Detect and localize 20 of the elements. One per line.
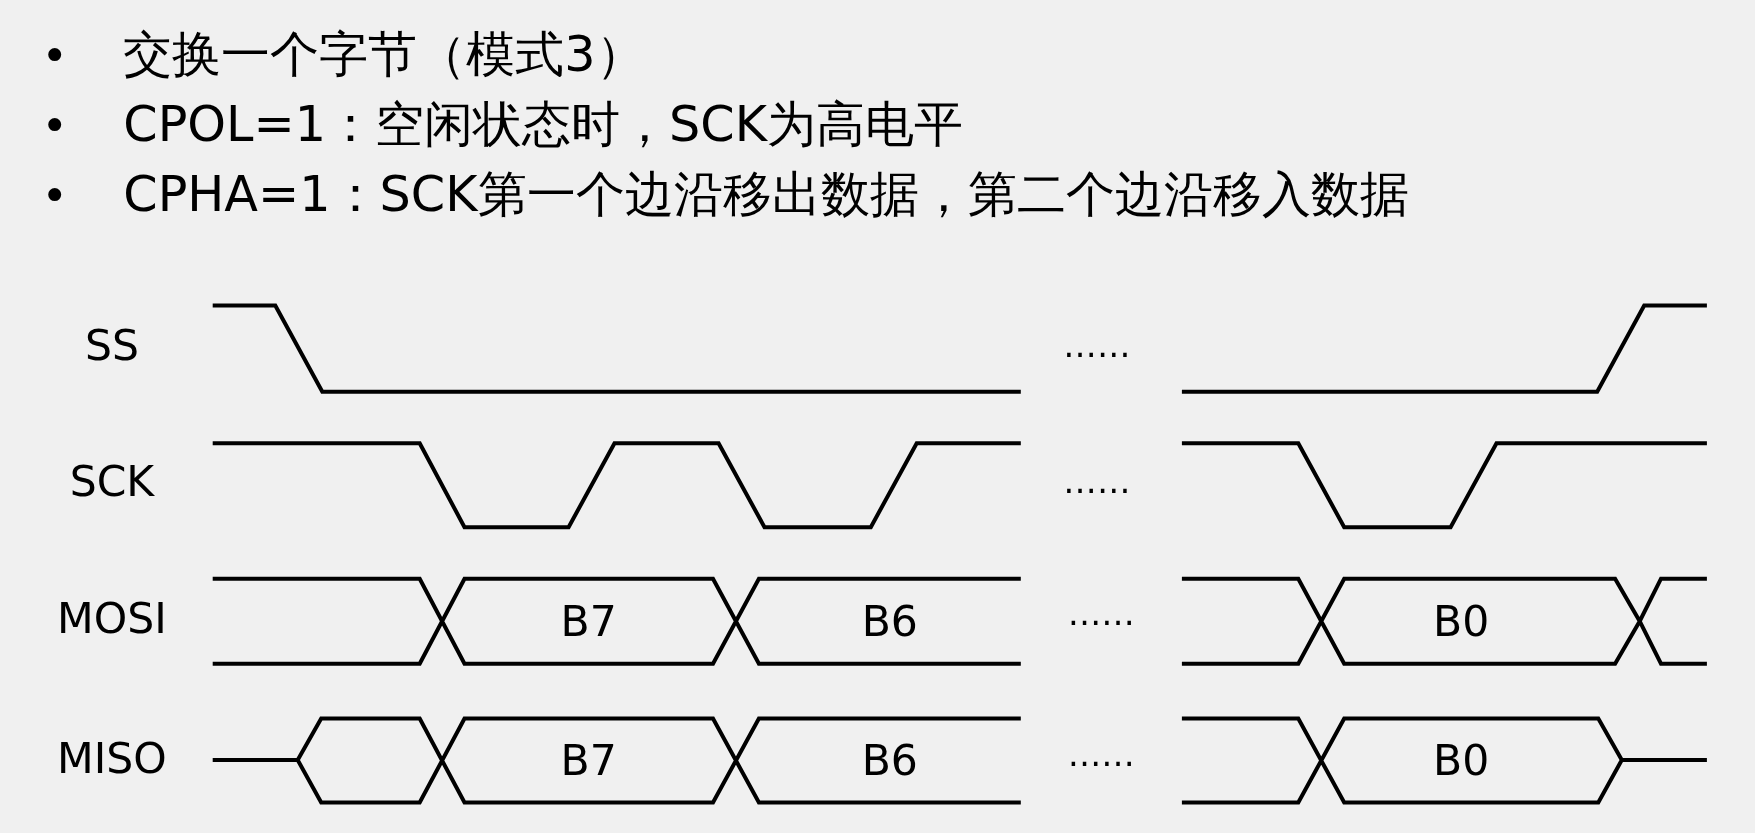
data-bit-label: B0 <box>1433 596 1490 646</box>
ellipsis: …… <box>1063 461 1131 501</box>
data-bit-label: B7 <box>560 736 617 786</box>
signal-name: MISO <box>57 733 167 783</box>
signal-name: MOSI <box>57 593 167 643</box>
bullet-marker: • <box>41 98 68 152</box>
bullet-marker: • <box>41 168 68 222</box>
signal-name: SCK <box>69 456 155 506</box>
data-bit-label: B6 <box>861 596 918 646</box>
bullet-marker: • <box>41 28 68 82</box>
ellipsis: …… <box>1063 325 1131 365</box>
data-bit-label: B0 <box>1433 736 1490 786</box>
ellipsis: …… <box>1067 593 1135 633</box>
data-bit-label: B6 <box>861 736 918 786</box>
signal-name: SS <box>84 320 139 370</box>
bullet-text: CPHA=1：SCK第一个边沿移出数据，第二个边沿移入数据 <box>122 164 1409 225</box>
data-bit-label: B7 <box>560 596 617 646</box>
bullet-text: CPOL=1：空闲状态时，SCK为高电平 <box>122 94 963 156</box>
bullet-text: 交换一个字节（模式3） <box>122 24 645 86</box>
ellipsis: …… <box>1067 734 1135 774</box>
